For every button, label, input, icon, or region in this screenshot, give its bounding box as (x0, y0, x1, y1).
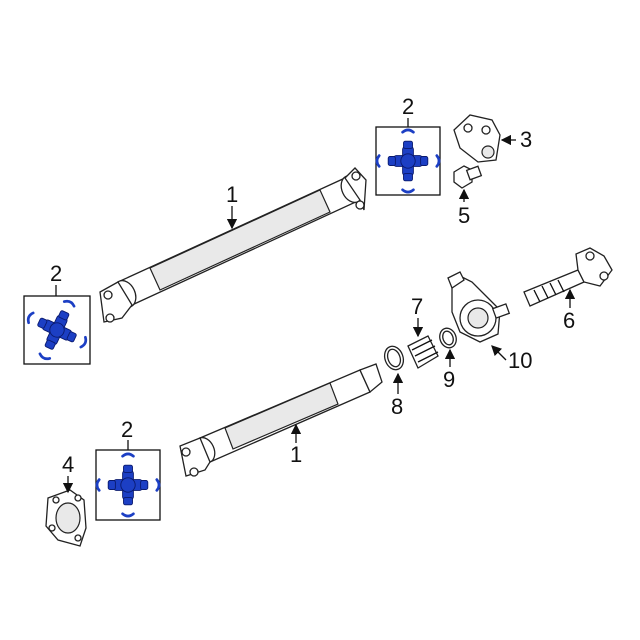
lower-driveshaft (179, 363, 383, 477)
center-support-bearing (447, 271, 511, 343)
callout-2-bottom: 2 (121, 417, 133, 442)
callout-2-right: 2 (402, 94, 414, 119)
callout-5: 5 (458, 203, 470, 228)
boot-clamp-large (383, 345, 405, 371)
callout-6: 6 (563, 308, 575, 333)
callout-1-lower: 1 (290, 442, 302, 467)
callout-4: 4 (62, 452, 74, 477)
ujoint-kit-left (14, 287, 100, 373)
center-bearing-bracket (453, 114, 501, 163)
callout-10: 10 (508, 348, 532, 373)
callout-2-left: 2 (50, 261, 62, 286)
callout-3: 3 (520, 127, 532, 152)
callout-9: 9 (443, 367, 455, 392)
callout-1-upper: 1 (226, 182, 238, 207)
companion-flange (45, 489, 87, 547)
dust-boot (407, 335, 439, 369)
boot-clamp-small (439, 327, 457, 349)
slip-yoke (523, 247, 613, 307)
ujoint-kit-bottom (95, 449, 161, 521)
upper-driveshaft (99, 167, 367, 323)
callout-8: 8 (391, 394, 403, 419)
mounting-bolt (453, 165, 483, 189)
ujoint-kit-right (375, 126, 441, 196)
callout-7: 7 (411, 294, 423, 319)
leader-lines (55, 118, 576, 494)
